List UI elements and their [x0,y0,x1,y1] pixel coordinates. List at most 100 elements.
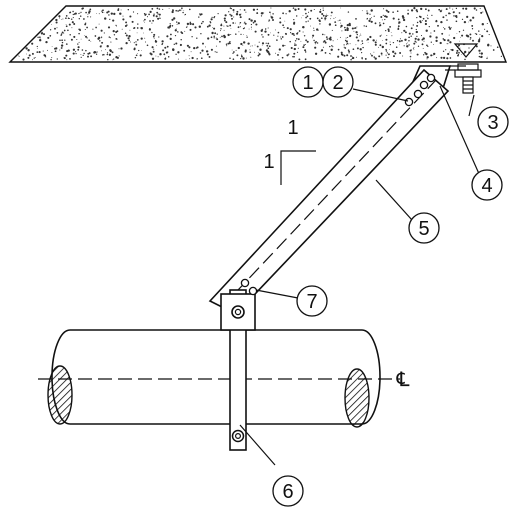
concrete-speckle [385,30,387,32]
concrete-speckle [330,53,332,55]
concrete-speckle [121,28,123,30]
concrete-speckle [207,37,210,40]
concrete-speckle [410,27,413,30]
leader-lines [239,85,481,466]
concrete-speckle [440,56,443,59]
concrete-speckle [319,9,322,11]
concrete-speckle [385,48,387,51]
concrete-speckle [289,28,292,31]
concrete-speckle [482,11,484,13]
concrete-speckle [290,46,293,50]
concrete-speckle [49,29,52,31]
concrete-speckle [329,45,331,48]
concrete-speckle [95,26,97,29]
concrete-speckle [229,24,232,27]
concrete-speckle [366,38,370,41]
concrete-speckle [457,54,459,57]
concrete-speckle [100,29,103,32]
concrete-speckle [152,50,155,53]
concrete-speckle [220,28,222,30]
concrete-speckle [240,58,242,60]
concrete-speckle [357,39,360,42]
concrete-speckle [240,42,243,46]
concrete-speckle [370,17,372,19]
concrete-speckle [85,11,87,14]
concrete-speckle [433,30,436,32]
concrete-speckle [102,55,103,56]
concrete-speckle [348,22,351,25]
concrete-speckle [229,57,231,59]
concrete-speckle [215,37,217,39]
concrete-speckle [351,56,353,58]
concrete-speckle [369,53,372,55]
concrete-speckle [484,28,486,30]
concrete-speckle [236,10,239,13]
concrete-speckle [153,33,156,36]
concrete-speckle [188,46,191,49]
concrete-speckle [481,35,484,38]
concrete-speckle [323,40,326,43]
concrete-speckle [361,52,363,54]
concrete-speckle [113,34,116,36]
concrete-speckle [26,53,27,55]
concrete-speckle [101,37,103,39]
concrete-speckle [313,39,315,42]
concrete-speckle [373,15,375,17]
concrete-speckle [346,28,349,32]
concrete-speckle [32,59,34,61]
concrete-speckle [302,26,305,29]
concrete-speckle [239,16,242,19]
concrete-speckle [87,13,89,15]
concrete-speckle [450,49,452,51]
concrete-speckle [446,19,448,21]
concrete-speckle [436,57,438,59]
concrete-speckle [82,54,84,57]
concrete-speckle [193,47,196,50]
concrete-speckle [211,31,214,35]
concrete-speckle [389,25,392,28]
concrete-speckle [441,32,444,35]
concrete-speckle [420,7,423,11]
concrete-speckle [458,12,461,14]
concrete-speckle [257,54,260,57]
concrete-speckle [347,36,349,38]
concrete-speckle [65,23,67,25]
concrete-speckle [360,44,362,45]
concrete-speckle [242,44,244,46]
concrete-speckle [453,15,455,17]
concrete-speckle [375,41,377,43]
concrete-speckle [81,49,84,51]
concrete-speckle [158,8,161,10]
concrete-speckle [184,30,186,32]
concrete-speckle [110,41,112,43]
concrete-speckle [293,55,295,58]
concrete-speckle [55,18,58,22]
concrete-speckle [352,56,355,60]
pipe-clamp [220,289,256,451]
concrete-speckle [175,9,177,12]
concrete-speckle [86,37,88,39]
concrete-speckle [461,34,464,37]
concrete-speckle [251,45,253,47]
concrete-speckle [41,31,43,33]
concrete-speckle [167,56,170,58]
concrete-speckle [156,11,159,14]
callout-3-label: 3 [487,112,498,134]
concrete-speckle [153,37,155,39]
concrete-speckle [198,25,201,28]
concrete-speckle [197,58,199,60]
concrete-speckle [36,48,38,49]
concrete-speckle [332,46,334,48]
concrete-speckle [416,16,418,19]
concrete-speckle [227,25,229,27]
concrete-speckle [83,18,85,20]
concrete-speckle [129,29,131,31]
concrete-speckle [255,23,258,26]
concrete-speckle [228,42,231,45]
concrete-speckle [412,33,414,35]
concrete-speckle [133,48,136,51]
concrete-speckle [309,25,311,27]
concrete-speckle [244,50,247,53]
concrete-speckle [386,35,388,37]
concrete-speckle [325,36,328,38]
